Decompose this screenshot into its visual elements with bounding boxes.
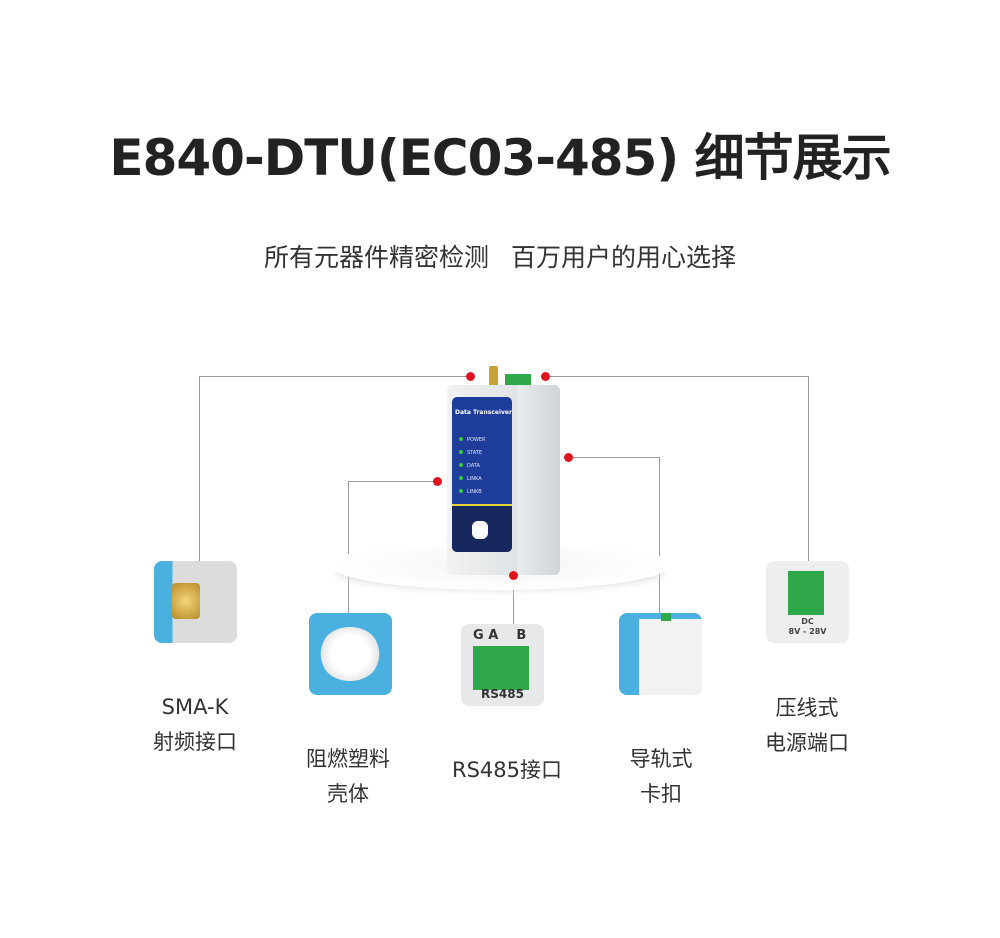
page-subtitle: 所有元器件精密检测 百万用户的用心选择 <box>264 243 736 272</box>
antenna-connector <box>489 366 498 386</box>
feature-label-rs485: RS485接口 <box>451 758 562 782</box>
led-list: POWER STATE DATA LINKA LINKB <box>459 434 486 499</box>
front-panel: Data Transceiver <box>452 397 512 552</box>
feature-label-plastic: 阻燃塑料壳体 <box>306 747 390 806</box>
panel-title: Data Transceiver <box>455 409 512 416</box>
callout-dot <box>541 372 550 381</box>
page-title: E840-DTU(EC03-485) 细节展示 <box>109 129 891 187</box>
rs485-terminal-thumb: G A B RS485 <box>461 624 544 706</box>
callout-dot <box>564 453 573 462</box>
callout-dot <box>466 372 475 381</box>
callout-dot <box>433 477 442 486</box>
plastic-pellets-thumb <box>309 613 392 695</box>
top-terminal <box>505 374 531 386</box>
din-rail-clip-thumb <box>619 613 702 695</box>
power-terminal-thumb: DC 8V - 28V <box>766 561 849 643</box>
sma-connector-thumb <box>154 561 237 643</box>
robot-logo-icon <box>472 521 488 539</box>
callout-dot <box>509 571 518 580</box>
feature-label-rail: 导轨式卡扣 <box>629 747 693 806</box>
feature-label-power: 压线式电源端口 <box>765 696 849 755</box>
